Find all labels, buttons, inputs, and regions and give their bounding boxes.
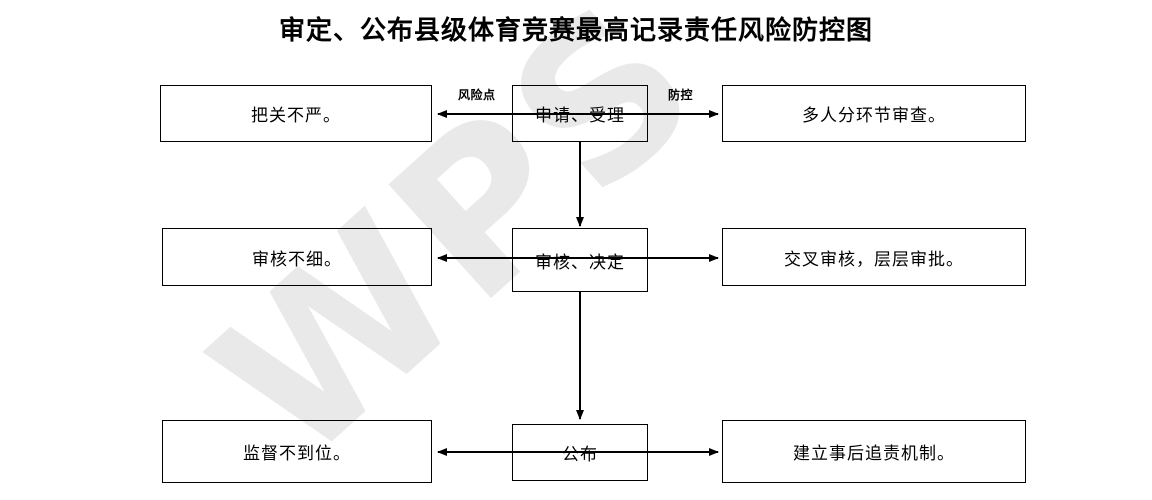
control-box-row1-label: 多人分环节审查。 <box>802 106 946 125</box>
control-box-row1[interactable]: 多人分环节审查。 <box>722 85 1026 142</box>
control-box-row2-label: 交叉审核，层层审批。 <box>784 249 964 269</box>
edge-label-risk-point: 风险点 <box>458 86 496 103</box>
risk-box-row1-label: 把关不严。 <box>251 106 341 125</box>
control-box-row3[interactable]: 建立事后追责机制。 <box>722 420 1026 483</box>
edge-label-risk-point-text: 风险点 <box>458 88 496 102</box>
stage-box-row2[interactable]: 审核、决定 <box>512 228 648 292</box>
risk-box-row3[interactable]: 监督不到位。 <box>162 420 432 483</box>
risk-box-row2-label: 审核不细。 <box>252 249 342 269</box>
edge-label-control: 防控 <box>668 86 693 103</box>
control-box-row2[interactable]: 交叉审核，层层审批。 <box>722 228 1026 286</box>
control-box-row3-label: 建立事后追责机制。 <box>793 444 955 463</box>
risk-box-row2[interactable]: 审核不细。 <box>162 228 432 286</box>
risk-box-row1[interactable]: 把关不严。 <box>160 85 432 142</box>
stage-box-row2-label: 审核、决定 <box>535 252 625 272</box>
stage-box-row3-label: 公布 <box>562 445 598 464</box>
stage-box-row1-label: 申请、受理 <box>535 106 625 125</box>
stage-box-row1[interactable]: 申请、受理 <box>512 85 648 142</box>
stage-box-row3[interactable]: 公布 <box>512 424 648 481</box>
page-title: 审定、公布县级体育竞赛最高记录责任风险防控图 <box>278 16 873 46</box>
risk-box-row3-label: 监督不到位。 <box>243 444 351 463</box>
edge-label-control-text: 防控 <box>668 88 694 102</box>
